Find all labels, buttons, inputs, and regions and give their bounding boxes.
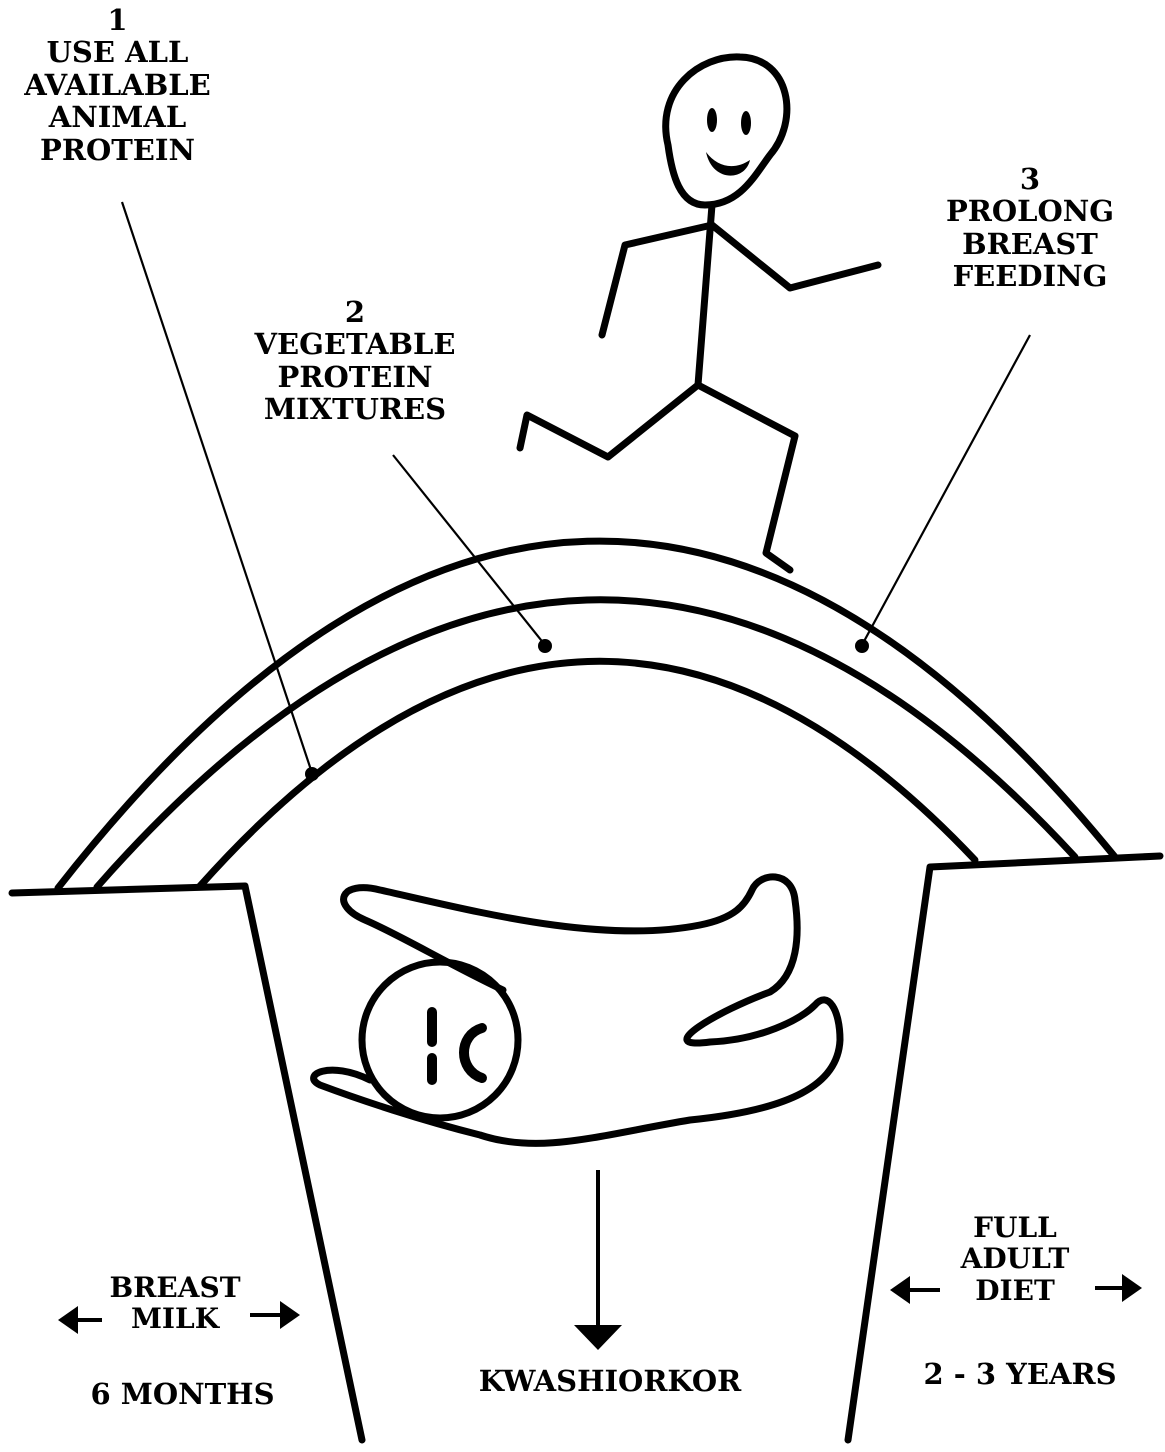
adult-diet-line: DIET <box>940 1275 1090 1306</box>
label-vegetable-protein: 2 VEGETABLE PROTEIN MIXTURES <box>245 296 465 426</box>
label-2-line: PROTEIN <box>245 361 465 393</box>
label-1-line: ANIMAL <box>0 101 235 133</box>
runner-arms <box>602 225 878 335</box>
two-three-years-text: 2 - 3 YEARS <box>895 1358 1145 1390</box>
down-arrow <box>574 1170 622 1350</box>
leader-dot-3 <box>855 639 869 653</box>
kwashiorkor-text: KWASHIORKOR <box>460 1365 760 1397</box>
breast-milk-line: BREAST <box>95 1272 255 1303</box>
label-3-line: FEEDING <box>920 260 1140 292</box>
label-kwashiorkor: KWASHIORKOR <box>460 1365 760 1397</box>
breast-milk-line: MILK <box>95 1303 255 1334</box>
leader-line-3 <box>862 335 1030 645</box>
label-animal-protein: 1 USE ALL AVAILABLE ANIMAL PROTEIN <box>0 4 235 166</box>
label-full-adult-diet: FULL ADULT DIET <box>940 1212 1090 1306</box>
label-3-number: 3 <box>920 163 1140 195</box>
label-1-line: PROTEIN <box>0 134 235 166</box>
runner-head <box>666 57 787 205</box>
label-prolong-breast-feeding: 3 PROLONG BREAST FEEDING <box>920 163 1140 293</box>
adult-diet-line: ADULT <box>940 1243 1090 1274</box>
leader-dot-2 <box>538 639 552 653</box>
label-1-line: AVAILABLE <box>0 69 235 101</box>
label-six-months: 6 MONTHS <box>70 1378 295 1410</box>
runner-body <box>698 205 712 385</box>
leader-line-1 <box>122 202 312 773</box>
label-1-number: 1 <box>0 4 235 36</box>
label-2-number: 2 <box>245 296 465 328</box>
label-1-line: USE ALL <box>0 36 235 68</box>
adult-diet-line: FULL <box>940 1212 1090 1243</box>
label-two-three-years: 2 - 3 YEARS <box>895 1358 1145 1390</box>
label-3-line: BREAST <box>920 228 1140 260</box>
ground-left <box>12 886 362 1440</box>
label-2-line: MIXTURES <box>245 393 465 425</box>
leader-dot-1 <box>305 767 319 781</box>
label-2-line: VEGETABLE <box>245 328 465 360</box>
label-3-line: PROLONG <box>920 195 1140 227</box>
ground-right <box>848 856 1160 1440</box>
runner-face <box>706 108 751 176</box>
six-months-text: 6 MONTHS <box>70 1378 295 1410</box>
label-breast-milk: BREAST MILK <box>95 1272 255 1335</box>
child-face <box>432 1012 482 1080</box>
